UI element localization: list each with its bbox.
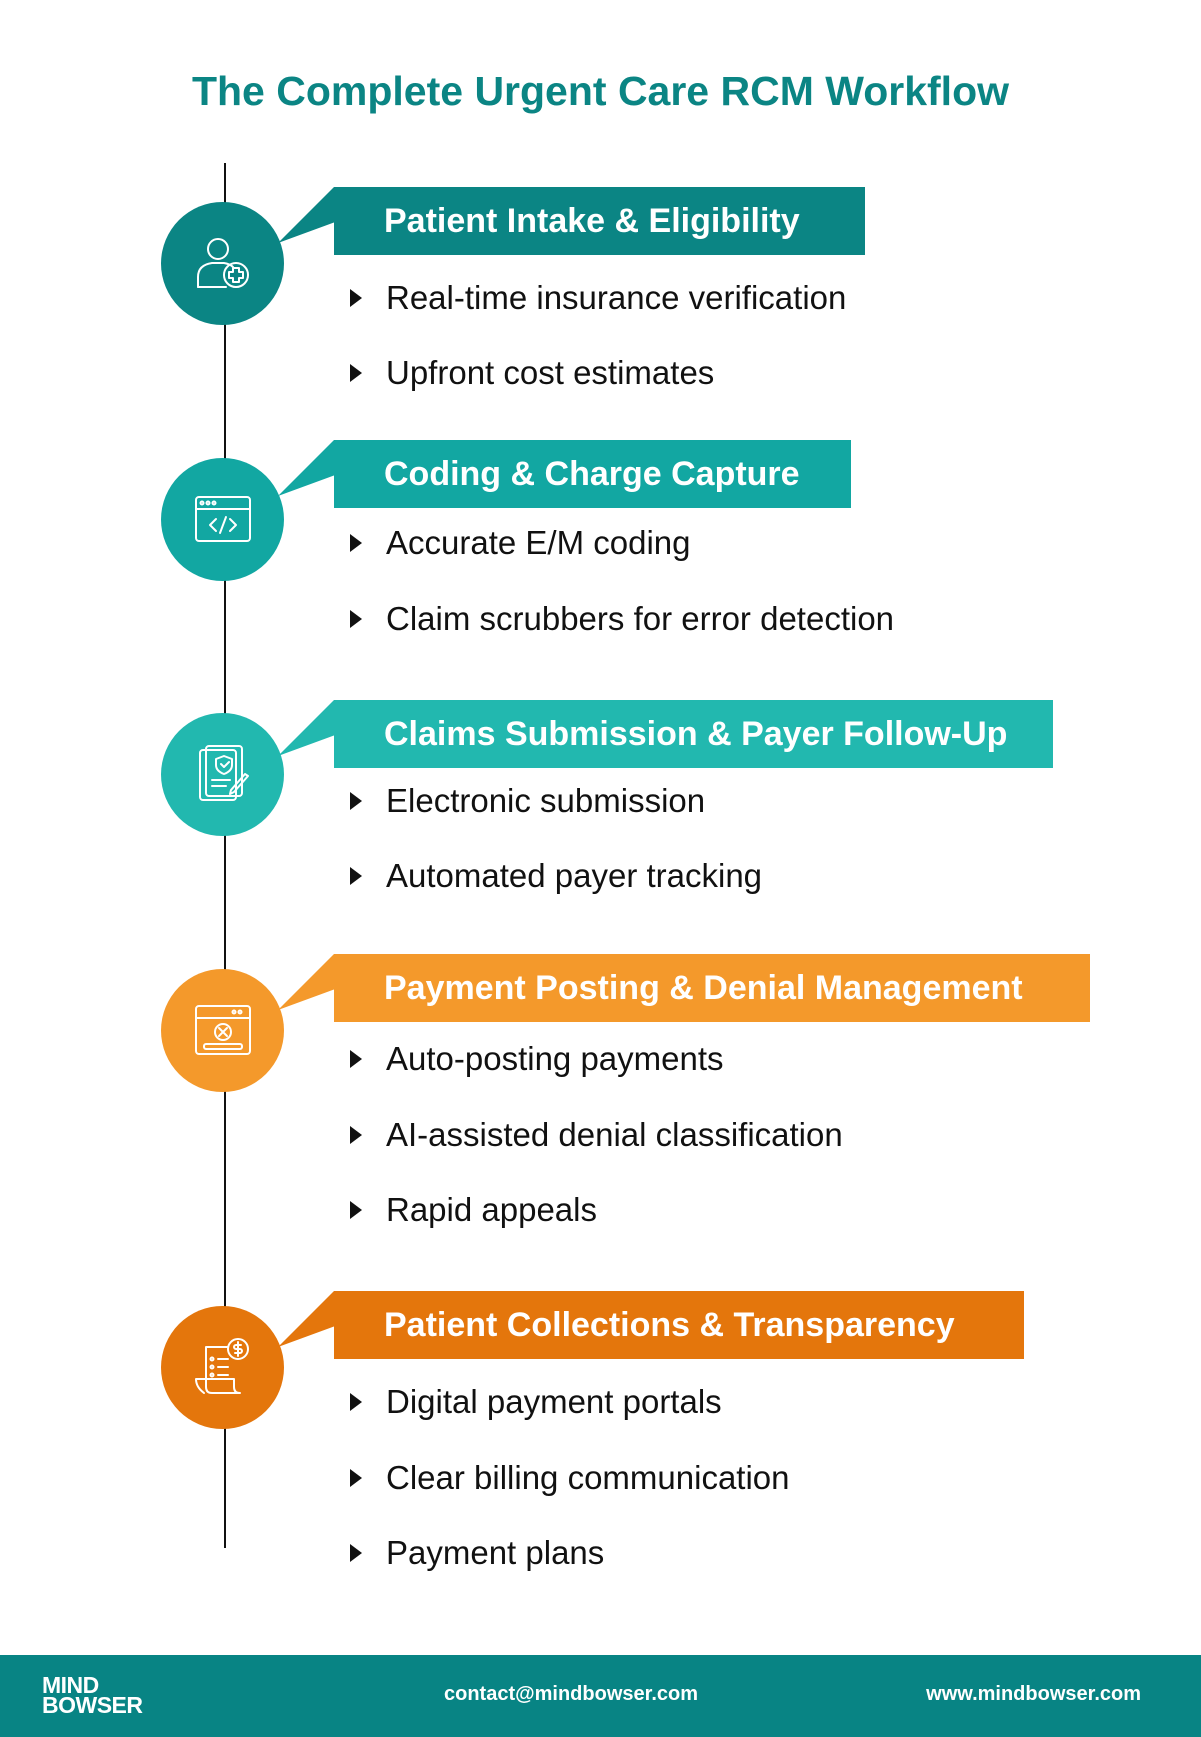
contact-email[interactable]: contact@mindbowser.com — [444, 1683, 698, 1705]
list-item: Real-time insurance verification — [350, 278, 846, 318]
list-item-text: Real-time insurance verification — [386, 279, 847, 316]
list-item: Electronic submission — [350, 781, 705, 821]
list-item-text: AI-assisted denial classification — [386, 1116, 843, 1153]
invoice-dollar-icon — [194, 1337, 249, 1394]
list-item-text: Accurate E/M coding — [386, 524, 691, 561]
code-window-icon — [194, 495, 251, 542]
bullet-arrow-icon — [350, 534, 362, 552]
logo-line1: MIND — [42, 1672, 99, 1698]
mindbowser-logo: MIND BOWSER — [42, 1672, 143, 1718]
bullet-arrow-icon — [350, 364, 362, 382]
list-item: AI-assisted denial classification — [350, 1115, 843, 1155]
bullet-arrow-icon — [350, 289, 362, 307]
list-item-text: Claim scrubbers for error detection — [386, 600, 895, 637]
callout-pointer — [278, 187, 338, 243]
list-item: Clear billing communication — [350, 1458, 790, 1498]
list-item: Rapid appeals — [350, 1190, 597, 1230]
timeline-line — [224, 163, 226, 1548]
callout-pointer — [278, 954, 338, 1010]
bullet-arrow-icon — [350, 1126, 362, 1144]
list-item: Payment plans — [350, 1533, 604, 1573]
page-title: The Complete Urgent Care RCM Workflow — [191, 68, 1010, 114]
list-item: Auto-posting payments — [350, 1039, 724, 1079]
list-item: Digital payment portals — [350, 1382, 722, 1422]
list-item: Claim scrubbers for error detection — [350, 599, 894, 639]
list-item-text: Payment plans — [386, 1534, 605, 1571]
step-circle — [161, 969, 284, 1092]
list-item-text: Digital payment portals — [386, 1383, 722, 1420]
bullet-arrow-icon — [350, 792, 362, 810]
step-header: Patient Collections & Transparency — [334, 1291, 1024, 1359]
step-circle — [161, 713, 284, 836]
list-item-text: Rapid appeals — [386, 1191, 597, 1228]
payment-denied-icon — [194, 1004, 251, 1055]
list-item-text: Electronic submission — [386, 782, 706, 819]
list-item-text: Auto-posting payments — [386, 1040, 724, 1077]
callout-pointer — [278, 440, 338, 496]
list-item-text: Upfront cost estimates — [386, 354, 715, 391]
step-circle — [161, 202, 284, 325]
callout-pointer — [278, 1291, 338, 1347]
step-header: Claims Submission & Payer Follow-Up — [334, 700, 1053, 768]
bullet-arrow-icon — [350, 1050, 362, 1068]
website-link[interactable]: www.mindbowser.com — [926, 1683, 1141, 1705]
bullet-arrow-icon — [350, 1393, 362, 1411]
list-item-text: Automated payer tracking — [386, 857, 763, 894]
step-circle — [161, 458, 284, 581]
bullet-arrow-icon — [350, 1469, 362, 1487]
patient-add-icon — [196, 237, 249, 288]
step-header: Payment Posting & Denial Management — [334, 954, 1090, 1022]
list-item: Automated payer tracking — [350, 856, 762, 896]
bullet-arrow-icon — [350, 610, 362, 628]
bullet-arrow-icon — [350, 1201, 362, 1219]
logo-line2: BOWSER — [42, 1692, 143, 1718]
document-sign-icon — [198, 744, 249, 801]
list-item: Accurate E/M coding — [350, 523, 690, 563]
footer: MIND BOWSER contact@mindbowser.com www.m… — [0, 1655, 1201, 1737]
step-header: Patient Intake & Eligibility — [334, 187, 865, 255]
bullet-arrow-icon — [350, 867, 362, 885]
callout-pointer — [278, 700, 338, 756]
step-header: Coding & Charge Capture — [334, 440, 851, 508]
step-circle — [161, 1306, 284, 1429]
bullet-arrow-icon — [350, 1544, 362, 1562]
list-item-text: Clear billing communication — [386, 1459, 790, 1496]
list-item: Upfront cost estimates — [350, 353, 714, 393]
